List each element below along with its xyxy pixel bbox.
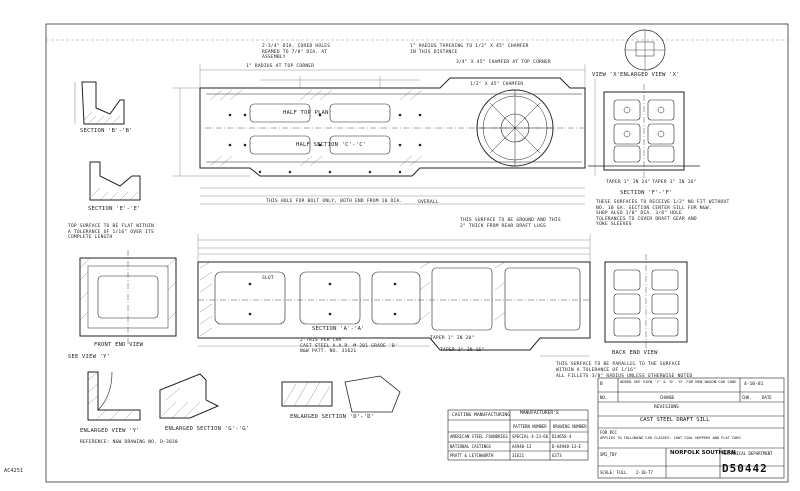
note-cored-holes: 2-3/4" DIA. CORED HOLES REAMED TO 7/8" D…	[262, 44, 331, 61]
section-f-label: SECTION 'F'-'F'	[620, 190, 673, 196]
back-end-view-label: BACK END VIEW	[612, 350, 658, 356]
half-section-label: HALF SECTION 'C'-'C'	[296, 142, 367, 148]
enlarged-view-y-label: ENLARGED VIEW 'Y'	[80, 428, 140, 434]
note-fillets: ALL FILLETS 3/8" RADIUS UNLESS OTHERWISE…	[556, 374, 693, 379]
section-a-label: SECTION 'A'-'A'	[312, 326, 365, 332]
note-thru-hole: THIS HOLE FOR BOLT ONLY, BOTH END FROM 1…	[266, 199, 403, 204]
enlarged-section-g	[159, 373, 220, 419]
drawn-by: SMI_TBY	[600, 452, 617, 457]
drawing-subtitle: FOR PCC	[600, 430, 617, 435]
revisions-label: REVISIONS	[654, 405, 679, 410]
drawing-date: 2-10-77	[636, 470, 653, 475]
department: MECHANICAL DEPARTMENT	[722, 451, 773, 456]
note-taper-a: TAPER 1" IN 20"	[430, 336, 475, 341]
note-chamfer: 1/2" X 45" CHAMFER	[470, 82, 524, 87]
casting-col-pattern: PATTERN NUMBER	[513, 424, 547, 429]
note-surface-ground: THIS SURFACE TO BE GROUND AND THIS 2" TH…	[460, 218, 561, 229]
section-a-view	[197, 234, 591, 357]
casting-row-pattern: 31621	[512, 453, 525, 458]
enlarged-view-x-label: ENLARGED VIEW 'X'	[620, 72, 680, 78]
note-material: 2-THIS PER CAR CAST STEEL A.A.R. M-201 G…	[300, 338, 398, 355]
title-block-frame	[597, 377, 785, 479]
front-end-view	[79, 250, 177, 345]
rev-date-label: DATE	[762, 395, 772, 400]
enlarged-view-y	[87, 371, 141, 421]
section-b-label: SECTION 'B'-'B'	[80, 128, 133, 134]
note-radius-tapering: 1" RADIUS TAPERING TO 1/2" X 45" CHAMFER…	[410, 44, 529, 55]
note-overall: OVERALL	[418, 200, 439, 205]
casting-row-name: PRATT & LETCHWORTH	[450, 453, 494, 458]
view-x-label: VIEW 'X'	[592, 72, 621, 78]
note-taper-c: TAPER 1" IN 24"	[606, 180, 651, 185]
note-top-surface: TOP SURFACE TO BE FLAT WITHIN A TOLERANC…	[68, 224, 155, 241]
casting-table-frame	[447, 409, 589, 461]
note-radius-corner: 1" RADIUS AT TOP CORNER	[246, 64, 315, 69]
casting-row-drawing: D14656-4	[552, 434, 572, 439]
note-parallel: THIS SURFACE TO BE PARALLEL TO THE SURFA…	[556, 362, 681, 373]
corner-mark: AC4251	[4, 468, 24, 474]
casting-row-pattern: SPECIAL 4-23-66	[512, 434, 549, 439]
drawing-number: D50442	[722, 462, 768, 475]
note-chamfer-top: 3/4" X 45" CHAMFER AT TOP CORNER	[456, 60, 551, 65]
section-b-view	[74, 81, 125, 125]
note-taper-d: TAPER 1" IN 16"	[652, 180, 697, 185]
front-end-view-label: FRONT END VIEW	[94, 342, 144, 348]
note-taper-b: TAPER 1" IN 16"	[440, 348, 485, 353]
half-top-plan-label: HALF TOP PLAN	[283, 110, 329, 116]
note-reference: REFERENCE: N&W DRAWING NO. D-3030	[80, 440, 178, 445]
section-e-label: SECTION 'E'-'E'	[88, 206, 141, 212]
casting-row-name: NATIONAL CASTINGS	[450, 444, 491, 449]
casting-row-drawing: D-A4940-13-E	[552, 444, 581, 449]
sheet-border	[45, 23, 789, 483]
enlarged-section-d-label: ENLARGED SECTION 'D'-'D'	[290, 414, 375, 420]
rev-no-label: NO.	[600, 395, 608, 400]
revision-date: 4-10-81	[744, 382, 764, 387]
note-slot: SLOT	[262, 276, 274, 281]
section-e-view	[89, 161, 141, 201]
rev-change-label: CHANGE	[660, 395, 675, 400]
drawing-description: APPLIES TO FOLLOWING CAR CLASSES: 100T C…	[600, 436, 741, 440]
see-view-y-label: SEE VIEW 'Y'	[68, 354, 111, 360]
casting-col-drawing: DRAWING NUMBER	[553, 424, 587, 429]
section-f-view	[588, 84, 700, 178]
drawing-title: CAST STEEL DRAFT SILL	[640, 417, 710, 423]
casting-header-left: CASTING MANUFACTURING	[452, 413, 511, 418]
revision-text: ADDED SEE VIEW 'Y' & 'D'-'D' FOR NEW WAG…	[620, 379, 737, 384]
casting-row-drawing: 6373	[552, 453, 562, 458]
revision-no: B	[600, 382, 603, 387]
casting-row-name: AMERICAN STEEL FOUNDRIES	[450, 434, 508, 439]
note-sleeves: THESE SURFACES TO RECEIVE 1/2" NO FIT WI…	[596, 200, 730, 228]
enlarged-section-d	[281, 375, 401, 413]
enlarged-section-g-label: ENLARGED SECTION 'G'-'G'	[165, 426, 250, 432]
scale-label: SCALE: FULL	[600, 470, 627, 475]
rev-chk-label: CHK.	[742, 395, 752, 400]
half-top-plan-view	[172, 64, 596, 205]
enlarged-view-x	[624, 29, 666, 71]
back-end-view	[604, 254, 688, 350]
casting-header-right: MANUFACTURER'S	[520, 411, 559, 416]
casting-row-pattern: A4940-13	[512, 444, 532, 449]
company-name: NORFOLK SOUTHERN	[670, 450, 736, 456]
